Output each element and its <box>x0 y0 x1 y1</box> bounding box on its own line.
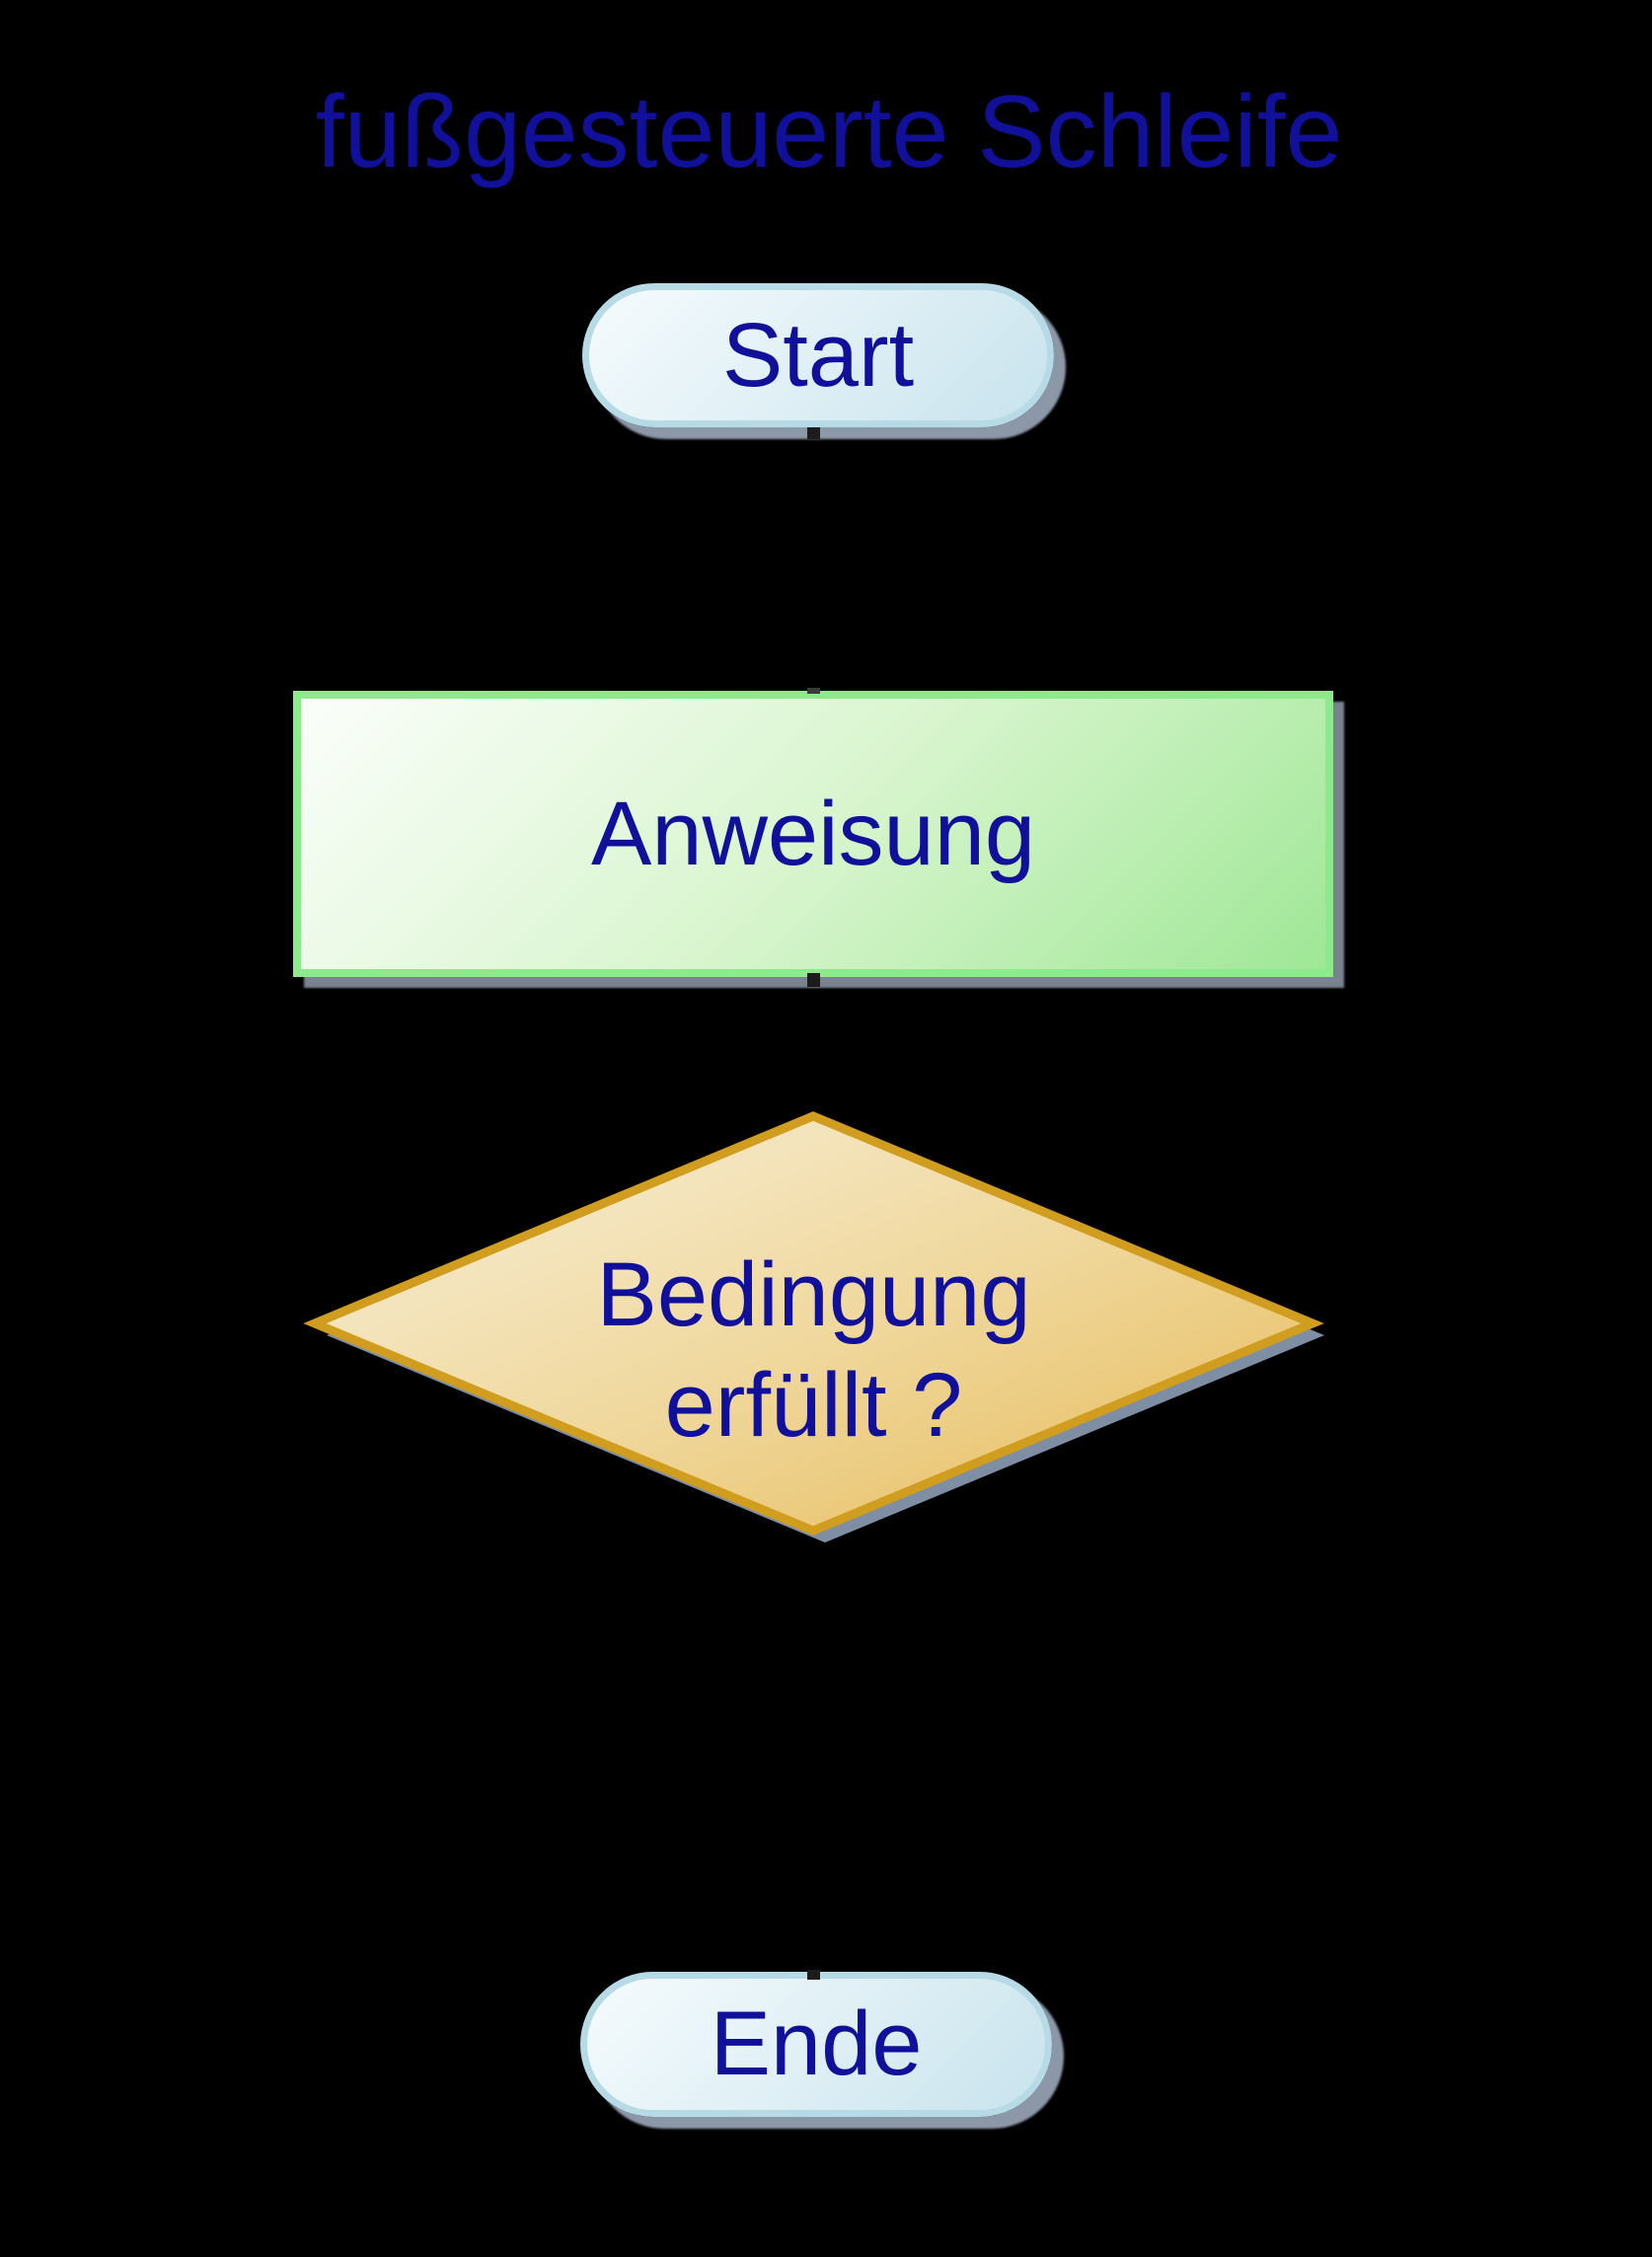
node-bedingung-label-line2: erfüllt ? <box>664 1355 963 1456</box>
diagram-title: fußgesteuerte Schleife <box>315 75 1343 189</box>
node-ende-label: Ende <box>710 1994 923 2094</box>
node-start-terminator: Start <box>582 283 1054 427</box>
node-bedingung-label: Bedingung erfüllt ? <box>315 1240 1313 1461</box>
node-ende-terminator: Ende <box>580 1972 1052 2117</box>
node-anweisung-label: Anweisung <box>590 783 1036 884</box>
node-bedingung-decision-shape <box>303 1111 1324 1542</box>
connector-start-to-anweisung <box>811 422 816 701</box>
node-bedingung-label-line1: Bedingung <box>596 1244 1031 1345</box>
node-anweisung-process: Anweisung <box>293 691 1333 977</box>
node-start-label: Start <box>721 304 915 406</box>
connector-bedingung-to-ende <box>811 1528 816 1980</box>
connector-tick-ende-top <box>807 1970 820 1980</box>
connector-anweisung-to-bedingung <box>811 973 816 1121</box>
connector-tick-start-bottom <box>807 427 820 439</box>
connector-tick-anweisung-top <box>807 688 820 694</box>
connector-tick-anweisung-bottom <box>807 973 820 987</box>
decision-diamond <box>303 1111 1324 1536</box>
